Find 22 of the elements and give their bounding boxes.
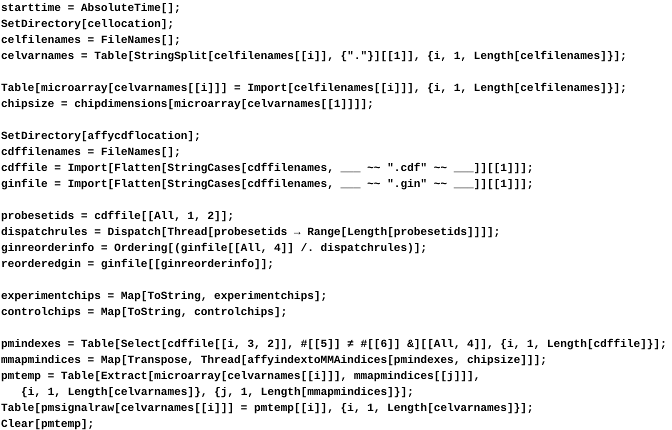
code-line: starttime = AbsoluteTime[]; [1,2,181,17]
code-line: cdffilenames = FileNames[]; [1,146,181,161]
code-line: controlchips = Map[ToString, controlchips]; [1,306,288,321]
code-line: cdffile = Import[Flatten[StringCases[cdffilenames, ___ ~~ ".cdf" ~~ ___]][[1]]]; [1,162,534,177]
code-line: pmtemp = Table[Extract[microarray[celvarnames[[i]]], mmapmindices[[j]]], [1,370,480,385]
code-line: ginreorderinfo = Ordering[(ginfile[[All, 4]] /. dispatchrules)]; [1,242,428,257]
code-line: probesetids = cdffile[[All, 1, 2]]; [1,210,234,225]
code-line: {i, 1, Length[celvarnames]}, {j, 1, Length[mmapmindices]}]; [21,386,414,401]
code-line: experimentchips = Map[ToString, experimentchips]; [1,290,328,305]
code-line: celfilenames = FileNames[]; [1,34,181,49]
code-line: SetDirectory[affycdflocation]; [1,130,201,145]
code-line: reorderedgin = ginfile[[ginreorderinfo]]; [1,258,274,273]
code-line: pmindexes = Table[Select[cdffile[[i, 3, 2]], #[[5]] ≠ #[[6]] &][[All, 4]], {i, 1, Length[cdffile]}]; [1,338,667,353]
code-line: mmapmindices = Map[Transpose, Thread[affyindextoMMAindices[pmindexes, chipsize]]]; [1,354,547,369]
code-line: SetDirectory[cellocation]; [1,18,174,33]
code-line: Table[pmsignalraw[celvarnames[[i]]] = pmtemp[[i]], {i, 1, Length[celvarnames]}]; [1,402,534,417]
code-line: chipsize = chipdimensions[microarray[celvarnames[[1]]]]; [1,98,374,113]
code-line: Clear[pmtemp]; [1,418,94,430]
code-line: Table[microarray[celvarnames[[i]]] = Import[celfilenames[[i]]], {i, 1, Length[celfilenames]}]; [1,82,627,97]
code-line: celvarnames = Table[StringSplit[celfilenames[[i]], {"."}][[1]], {i, 1, Length[celfilenames]}]; [1,50,627,65]
code-line: dispatchrules = Dispatch[Thread[probesetids → Range[Length[probesetids]]]]; [1,226,500,241]
code-line: ginfile = Import[Flatten[StringCases[cdffilenames, ___ ~~ ".gin" ~~ ___]][[1]]]; [1,178,534,193]
